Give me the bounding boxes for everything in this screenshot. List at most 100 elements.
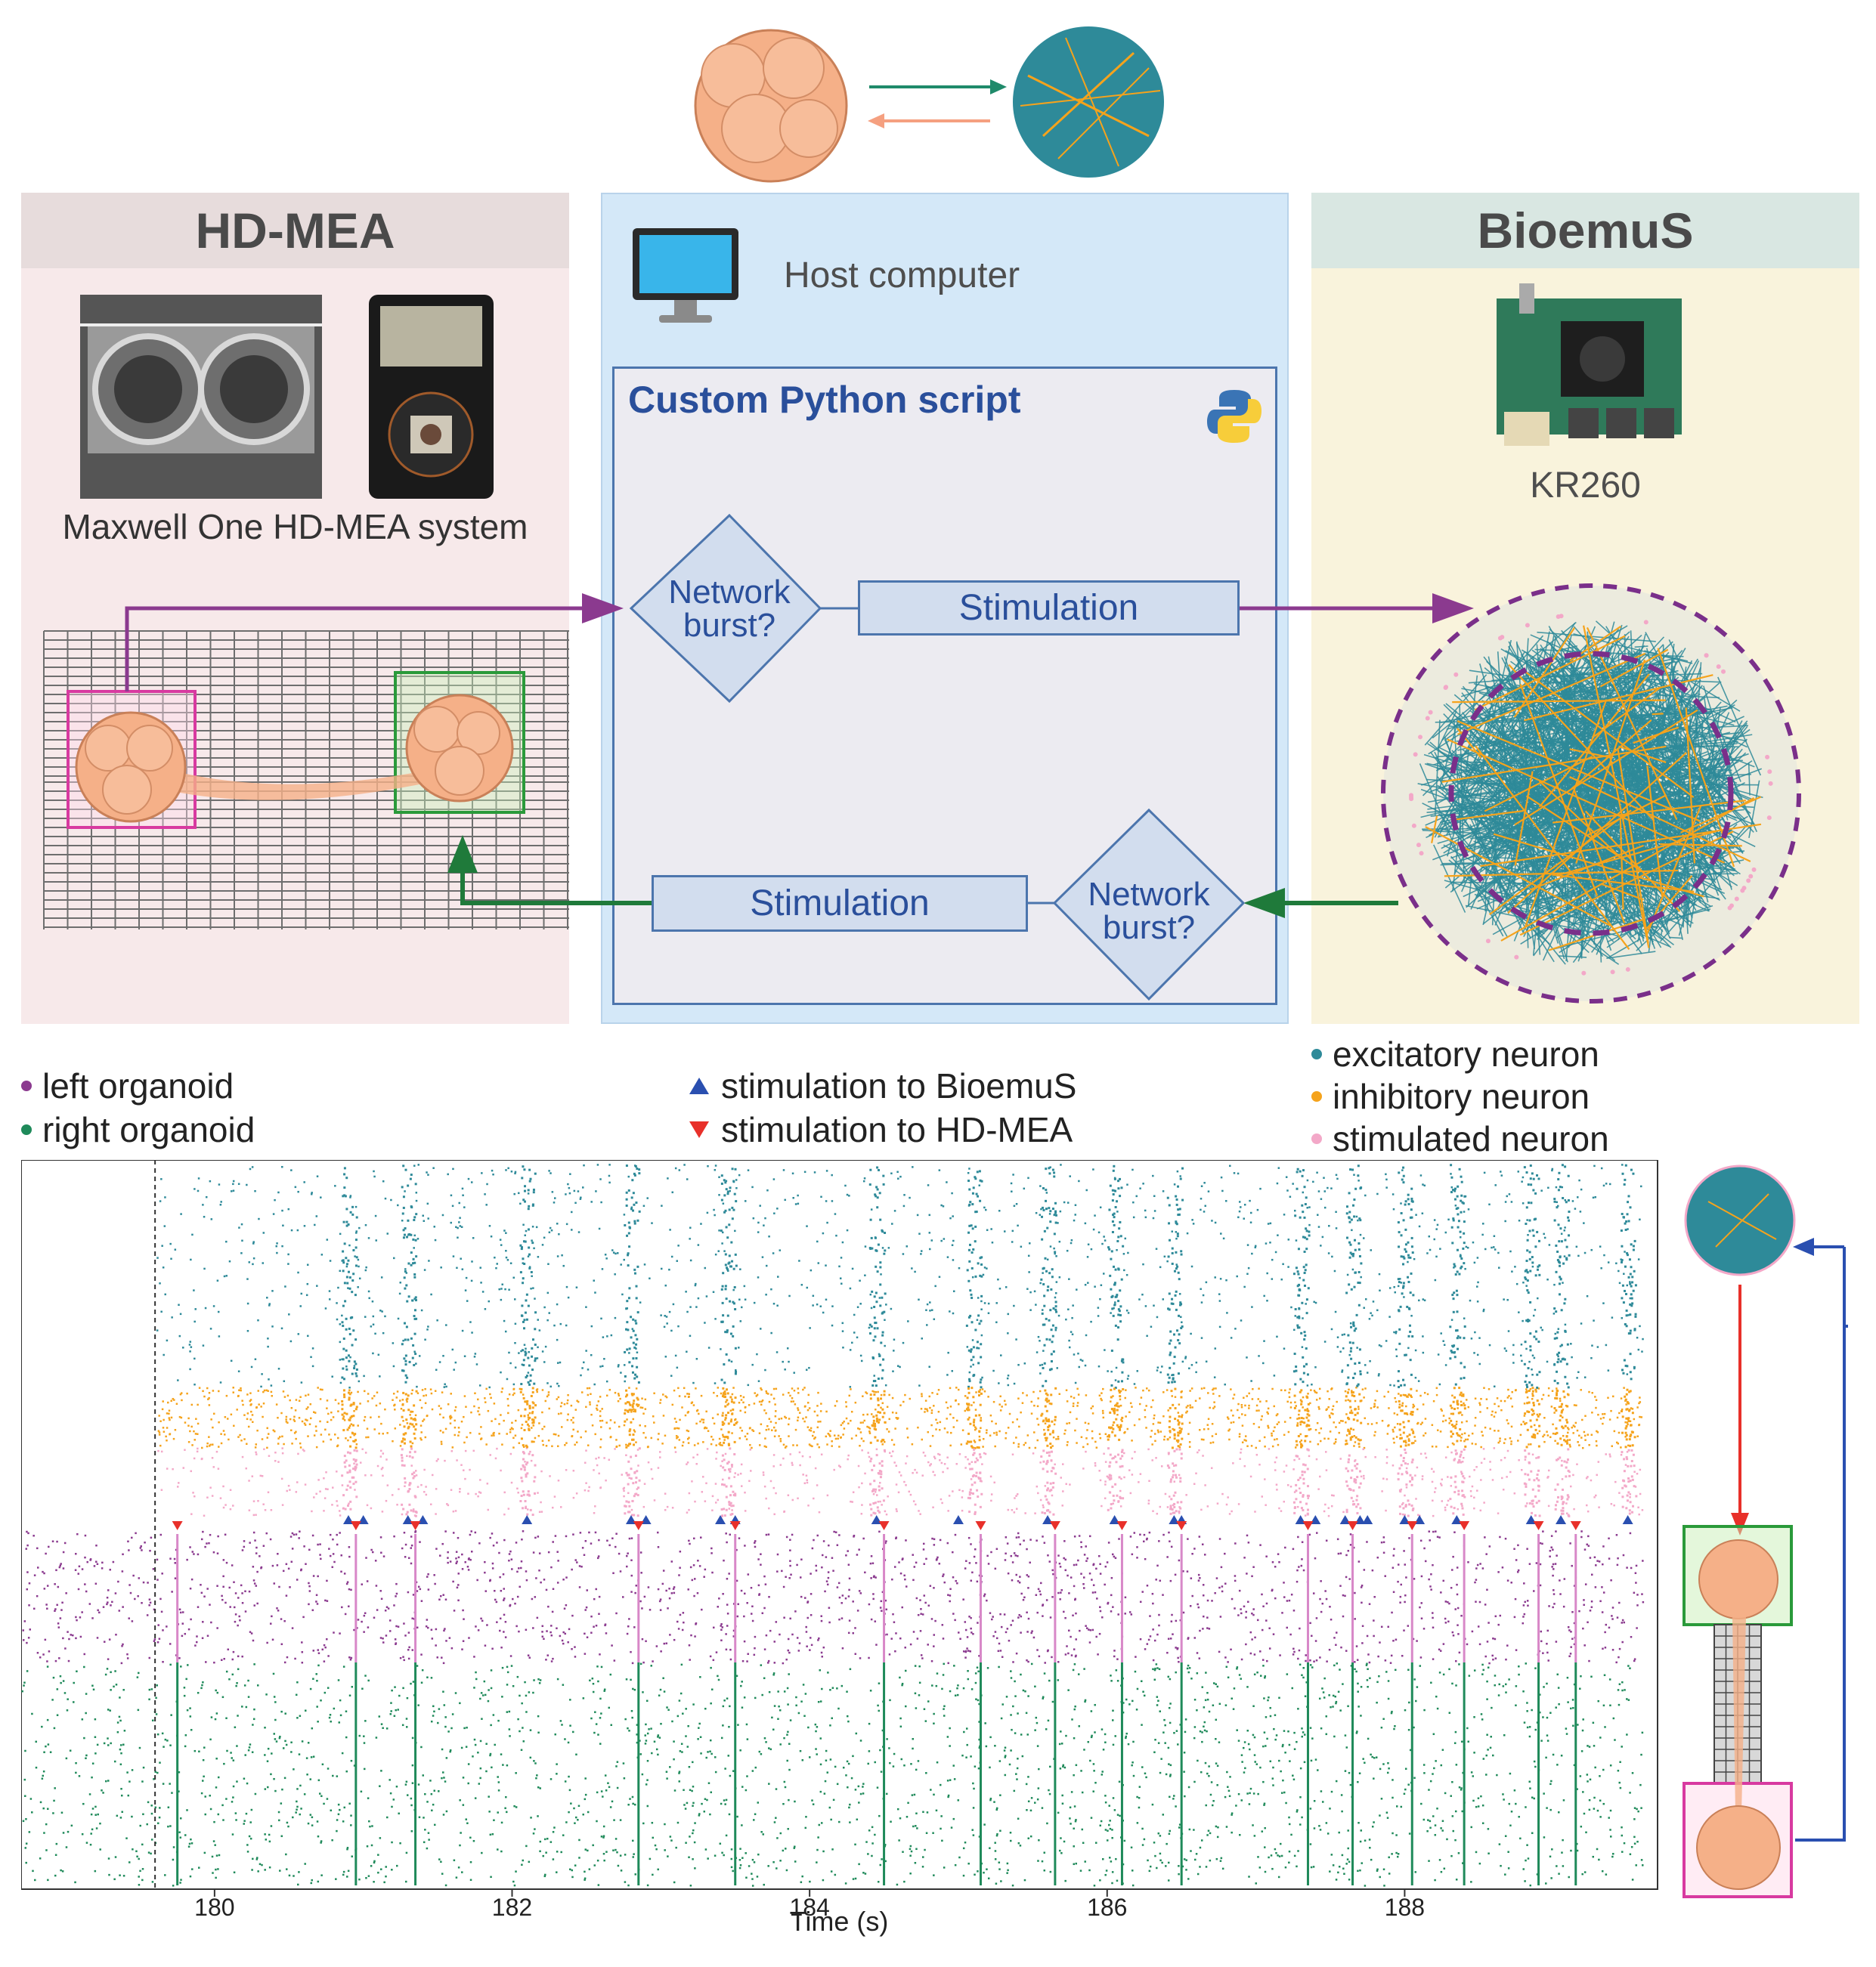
spike-dot	[809, 1327, 811, 1329]
spike-dot	[314, 1412, 317, 1414]
spike-dot	[1467, 1208, 1470, 1211]
spike-dot	[821, 1656, 823, 1658]
spike-dot	[508, 1393, 511, 1396]
spike-dot	[1288, 1396, 1291, 1399]
spike-dot	[1345, 1413, 1348, 1415]
spike-dot	[22, 1629, 25, 1631]
spike-dot	[1568, 1655, 1571, 1657]
spike-dot	[1306, 1179, 1309, 1182]
spike-dot	[1159, 1371, 1162, 1374]
spike-dot	[730, 1360, 733, 1363]
spike-dot	[605, 1479, 607, 1482]
spike-dot	[328, 1298, 331, 1301]
spike-dot	[1603, 1412, 1606, 1415]
spike-dot	[1085, 1450, 1087, 1453]
spike-dot	[1053, 1423, 1056, 1426]
spike-dot	[1139, 1638, 1142, 1641]
spike-dot	[806, 1286, 809, 1289]
spike-dot	[1104, 1349, 1106, 1351]
spike-dot	[217, 1468, 220, 1470]
spike-dot	[1535, 1457, 1537, 1459]
spike-dot	[538, 1329, 541, 1331]
spike-dot	[717, 1250, 720, 1252]
spike-dot	[1565, 1404, 1568, 1407]
spike-dot	[936, 1421, 939, 1424]
spike-dot	[768, 1236, 770, 1238]
spike-dot	[534, 1536, 537, 1539]
spike-dot	[249, 1404, 252, 1406]
spike-dot	[789, 1617, 791, 1620]
spike-dot	[1129, 1492, 1132, 1495]
spike-dot	[363, 1419, 366, 1421]
spike-dot	[548, 1170, 550, 1172]
spike-dot	[1039, 1372, 1042, 1375]
spike-dot	[1100, 1397, 1102, 1400]
spike-dot	[1104, 1461, 1107, 1463]
spike-dot	[1547, 1387, 1550, 1390]
spike-dot	[787, 1494, 790, 1497]
spike-dot	[805, 1369, 808, 1372]
spike-dot	[632, 1418, 635, 1421]
spike-dot	[1123, 1269, 1125, 1272]
spike-dot	[1007, 1384, 1010, 1387]
spike-dot	[553, 1202, 556, 1204]
spike-dot	[178, 1415, 181, 1418]
spike-dot	[885, 1540, 887, 1542]
spike-dot	[1330, 1505, 1333, 1508]
spike-dot	[267, 1338, 269, 1340]
spike-dot	[392, 1342, 395, 1344]
spike-dot	[168, 1412, 170, 1415]
spike-dot	[760, 1553, 762, 1555]
spike-dot	[1385, 1461, 1388, 1464]
spike-dot	[1082, 1576, 1085, 1579]
spike-dot	[406, 1422, 409, 1424]
spike-dot	[1202, 1584, 1205, 1586]
spike-dot	[1589, 1557, 1592, 1559]
spike-dot	[967, 1458, 969, 1461]
spike-dot	[1595, 1406, 1597, 1409]
spike-dot	[275, 1403, 278, 1406]
spike-dot	[276, 1251, 278, 1254]
spike-dot	[249, 1399, 252, 1401]
spike-dot	[475, 1492, 477, 1495]
spike-dot	[1284, 1389, 1286, 1392]
spike-dot	[1537, 1297, 1539, 1300]
spike-dot	[732, 1629, 735, 1632]
spike-dot	[1426, 1252, 1429, 1254]
spike-dot	[1152, 1174, 1154, 1177]
spike-dot	[735, 1187, 738, 1189]
spike-dot	[1526, 1548, 1528, 1550]
spike-dot	[1171, 1374, 1173, 1377]
spike-dot	[1551, 1390, 1554, 1392]
spike-dot	[1034, 1512, 1036, 1514]
spike-dot	[440, 1266, 442, 1269]
spike-dot	[267, 1390, 269, 1392]
spike-dot	[797, 1416, 800, 1419]
spike-dot	[471, 1331, 473, 1334]
spike-dot	[1483, 1458, 1486, 1460]
spike-dot	[1587, 1433, 1589, 1436]
spike-dot	[764, 1437, 766, 1440]
spike-dot	[608, 1458, 611, 1461]
spike-dot	[1052, 1436, 1055, 1439]
spike-dot	[947, 1662, 949, 1665]
spike-dot	[605, 1257, 608, 1260]
spike-dot	[905, 1539, 907, 1542]
spike-dot	[1437, 1353, 1440, 1356]
spike-dot	[653, 1499, 656, 1502]
spike-dot	[1518, 1311, 1520, 1313]
spike-dot	[1174, 1396, 1177, 1398]
spike-dot	[1049, 1245, 1052, 1248]
spike-dot	[760, 1387, 762, 1390]
spike-dot	[1036, 1405, 1039, 1408]
spike-dot	[390, 1198, 392, 1202]
spike-dot	[460, 1420, 463, 1423]
spike-dot	[1486, 1407, 1489, 1409]
spike-dot	[400, 1408, 403, 1410]
spike-dot	[1190, 1577, 1193, 1579]
spike-dot	[834, 1437, 837, 1440]
spike-dot	[450, 1489, 453, 1491]
spike-dot	[336, 1533, 338, 1536]
spike-dot	[488, 1300, 491, 1303]
spike-dot	[205, 1661, 207, 1663]
